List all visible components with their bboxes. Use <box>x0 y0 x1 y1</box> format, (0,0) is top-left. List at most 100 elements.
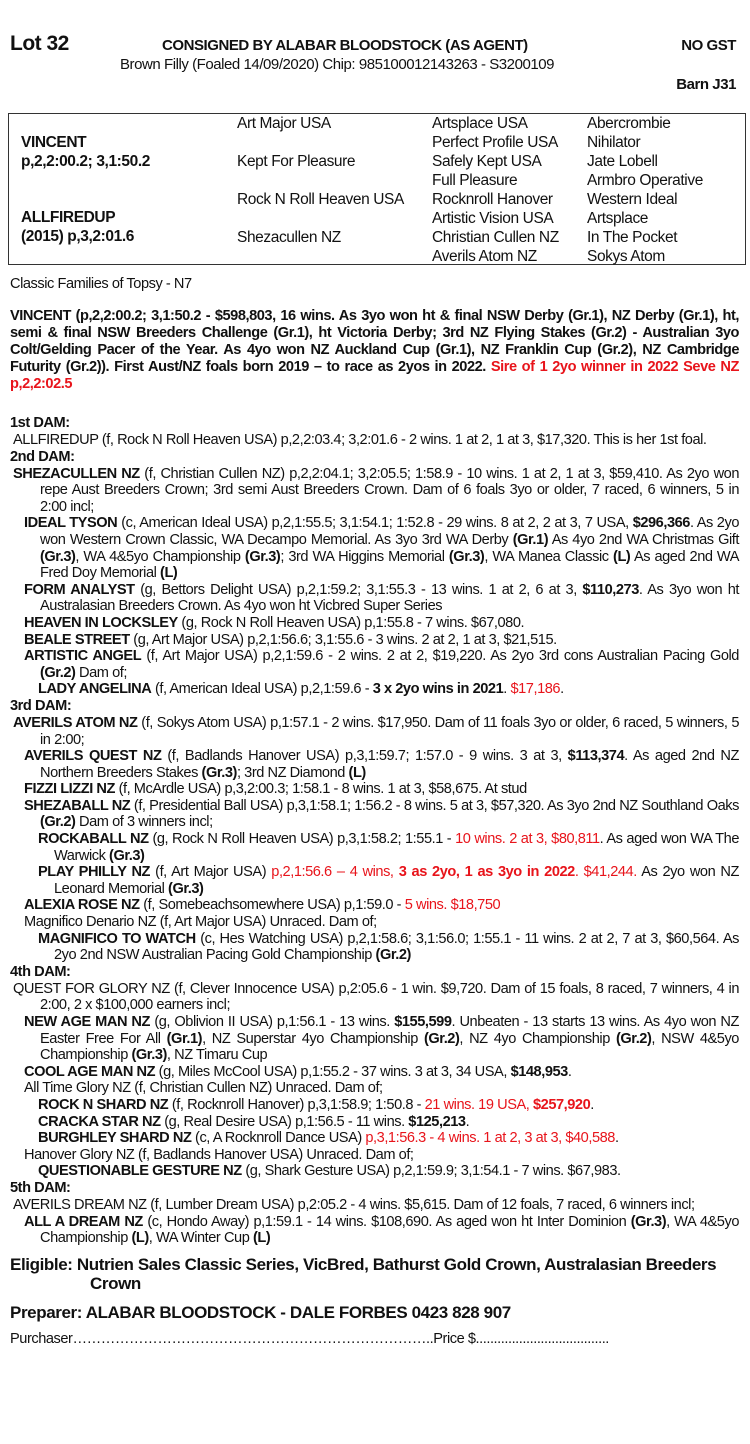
text: Dam of 3 winners incl; <box>75 814 213 831</box>
text: . <box>614 1130 619 1147</box>
text: . <box>503 681 511 698</box>
bold-text: $113,374 <box>567 748 625 765</box>
text: QUEST FOR GLORY NZ (f, Clever Innocence … <box>13 980 739 1014</box>
bold-text: NEW AGE MAN NZ <box>24 1014 150 1030</box>
highlight-text: 3 as 2yo, 1 as 3yo in 2022 <box>398 864 576 881</box>
bold-text: 3 x 2yo wins in 2021 <box>372 681 504 698</box>
text: (f, Badlands Hanover USA) p,3,1:59.7; 1:… <box>161 748 568 765</box>
bold-text: ROCKABALL NZ <box>38 831 149 848</box>
bold-text: $155,599 <box>394 1014 452 1030</box>
bold-text: (Gr.1) <box>166 1030 203 1047</box>
bold-text: PLAY PHILLY NZ <box>38 864 150 881</box>
text: (c, American Ideal USA) p,2,1:55.5; 3,1:… <box>117 515 633 532</box>
pedigree-grandparent: Shezacullen NZ <box>237 229 341 246</box>
bold-text: ARTISTIC ANGEL <box>24 648 142 665</box>
bold-text: SHEZABALL NZ <box>24 797 131 814</box>
dam-heading: 5th DAM: <box>10 1179 71 1196</box>
pedigree-entry: ALL A DREAM NZ (c, Hondo Away) p,1:59.1 … <box>10 1214 739 1247</box>
bold-text: (L) <box>252 1230 271 1247</box>
text: . <box>465 1113 470 1130</box>
text: (c, Hes Watching USA) p,2,1:58.6; 3,1:56… <box>54 930 739 964</box>
bold-text: $110,273 <box>582 581 639 598</box>
pedigree-great-grandparent: Artsplace USA <box>432 115 528 132</box>
pedigree-entry: Hanover Glory NZ (f, Badlands Hanover US… <box>10 1147 739 1164</box>
highlight-text: p,2,1:56.6 – 4 wins, <box>271 864 399 881</box>
pedigree-grandparent: Kept For Pleasure <box>237 153 356 170</box>
bold-text: (L) <box>348 764 367 781</box>
pedigree-entry: NEW AGE MAN NZ (g, Oblivion II USA) p,1:… <box>10 1014 739 1064</box>
highlight-text: 5 wins. $18,750 <box>404 897 501 914</box>
bold-text: COOL AGE MAN NZ <box>24 1063 156 1080</box>
pedigree-great-great-grandparent: Armbro Operative <box>587 172 703 189</box>
text: (g, Rock N Roll Heaven USA) p,1:55.8 - 7… <box>177 614 525 631</box>
text: . As aged won WA The Warwick <box>54 831 739 864</box>
pedigree-entry: All Time Glory NZ (f, Christian Cullen N… <box>10 1080 739 1097</box>
dam-heading: 1st DAM: <box>10 415 70 431</box>
text: (f, Art Major USA) <box>150 864 272 881</box>
highlight-text: . $41,244. <box>574 864 637 881</box>
pedigree-entry: ROCK N SHARD NZ (f, Rocknroll Hanover) p… <box>10 1097 739 1114</box>
pedigree-entry: LADY ANGELINA (f, American Ideal USA) p,… <box>10 681 739 698</box>
text: . <box>560 681 564 698</box>
text: ; 3rd NZ Diamond <box>236 764 349 781</box>
bold-text: $148,953 <box>510 1063 569 1080</box>
bold-text: $296,366 <box>632 515 691 532</box>
bold-text: (Gr.3) <box>448 548 485 565</box>
text: , NZ 4yo Championship <box>459 1030 616 1047</box>
pedigree-grandparent: Rock N Roll Heaven USA <box>237 191 404 208</box>
text: . As aged 2nd NZ Northern Breeders Stake… <box>40 748 739 781</box>
bold-text: (Gr.2) <box>615 1030 652 1047</box>
dam-heading: 3rd DAM: <box>10 697 72 714</box>
bold-text: (Gr.2) <box>40 814 76 831</box>
bold-text: (Gr.2) <box>375 947 412 964</box>
pedigree-great-great-grandparent: Abercrombie <box>587 115 671 132</box>
pedigree-great-great-grandparent: In The Pocket <box>587 229 678 246</box>
bold-text: (Gr.3) <box>630 1213 667 1230</box>
highlight-text: $257,920 <box>533 1096 591 1113</box>
preparer: Preparer: ALABAR BLOODSTOCK - DALE FORBE… <box>10 1302 511 1322</box>
bold-text: BEALE STREET <box>24 631 130 648</box>
bold-text: (Gr.2) <box>40 664 76 681</box>
text: . As 3yo won ht Australasian Breeders Cr… <box>40 581 739 615</box>
pedigree-grandparent: Art Major USA <box>237 115 331 132</box>
pedigree-entry: BURGHLEY SHARD NZ (c, A Rocknroll Dance … <box>10 1130 739 1147</box>
eligibility: Eligible: Nutrien Sales Classic Series, … <box>10 1254 717 1293</box>
text: . <box>567 1063 572 1080</box>
pedigree-entry: PLAY PHILLY NZ (f, Art Major USA) p,2,1:… <box>10 864 739 897</box>
lot-number: Lot 32 <box>10 32 69 55</box>
bold-text: (Gr.3) <box>109 847 145 864</box>
pedigree-entry: FIZZI LIZZI NZ (f, McArdle USA) p,3,2:00… <box>10 781 739 798</box>
text: As 2yo won NZ Leonard Memorial <box>54 864 739 897</box>
bold-text: FIZZI LIZZI NZ <box>24 781 115 798</box>
text: ALLFIREDUP (f, Rock N Roll Heaven USA) p… <box>13 432 707 448</box>
pedigree-entry: Magnifico Denario NZ (f, Art Major USA) … <box>10 914 739 931</box>
pedigree-entry: SHEZABALL NZ (f, Presidential Ball USA) … <box>10 798 739 831</box>
bold-text: AVERILS ATOM NZ <box>13 714 138 731</box>
bold-text: (Gr.3) <box>131 1047 168 1064</box>
bold-text: FORM ANALYST <box>24 581 135 598</box>
text: As 4yo 2nd WA Christmas Gift <box>548 531 740 548</box>
pedigree-great-grandparent: Safely Kept USA <box>432 153 542 170</box>
barn-location: Barn J31 <box>676 76 736 93</box>
pedigree-great-grandparent: Rocknroll Hanover <box>432 191 553 208</box>
pedigree-entry: AVERILS DREAM NZ (f, Lumber Dream USA) p… <box>10 1197 739 1214</box>
text: (f, Christian Cullen NZ) p,2,2:04.1; 3,2… <box>40 465 739 515</box>
text: (g, Bettors Delight USA) p,2,1:59.2; 3,1… <box>134 581 583 598</box>
text: (c, A Rocknroll Dance USA) <box>191 1130 366 1147</box>
bold-text: ALL A DREAM NZ <box>24 1213 143 1230</box>
family-line: Classic Families of Topsy - N7 <box>10 276 192 292</box>
bold-text: (Gr.3) <box>201 764 238 781</box>
highlight-text: 10 wins. 2 at 3, $80,811 <box>455 831 600 848</box>
pedigree-entry: HEAVEN IN LOCKSLEY (g, Rock N Roll Heave… <box>10 615 739 632</box>
bold-text: (L) <box>131 1230 150 1247</box>
text: Dam of; <box>75 664 127 681</box>
pedigree-entry: SHEZACULLEN NZ (f, Christian Cullen NZ) … <box>10 466 739 516</box>
text: (g, Real Desire USA) p,1:56.5 - 11 wins. <box>160 1113 409 1130</box>
bold-text: (Gr.2) <box>423 1030 460 1047</box>
text: (f, Presidential Ball USA) p,3,1:58.1; 1… <box>130 797 740 814</box>
pedigree-entry: IDEAL TYSON (c, American Ideal USA) p,2,… <box>10 515 739 581</box>
sire-paragraph: VINCENT (p,2,2:00.2; 3,1:50.2 - $598,803… <box>10 308 739 393</box>
bold-text: $125,213 <box>408 1113 466 1130</box>
horse-description: Brown Filly (Foaled 14/09/2020) Chip: 98… <box>120 56 555 73</box>
text: (g, Art Major USA) p,2,1:56.6; 3,1:55.6 … <box>129 631 557 648</box>
